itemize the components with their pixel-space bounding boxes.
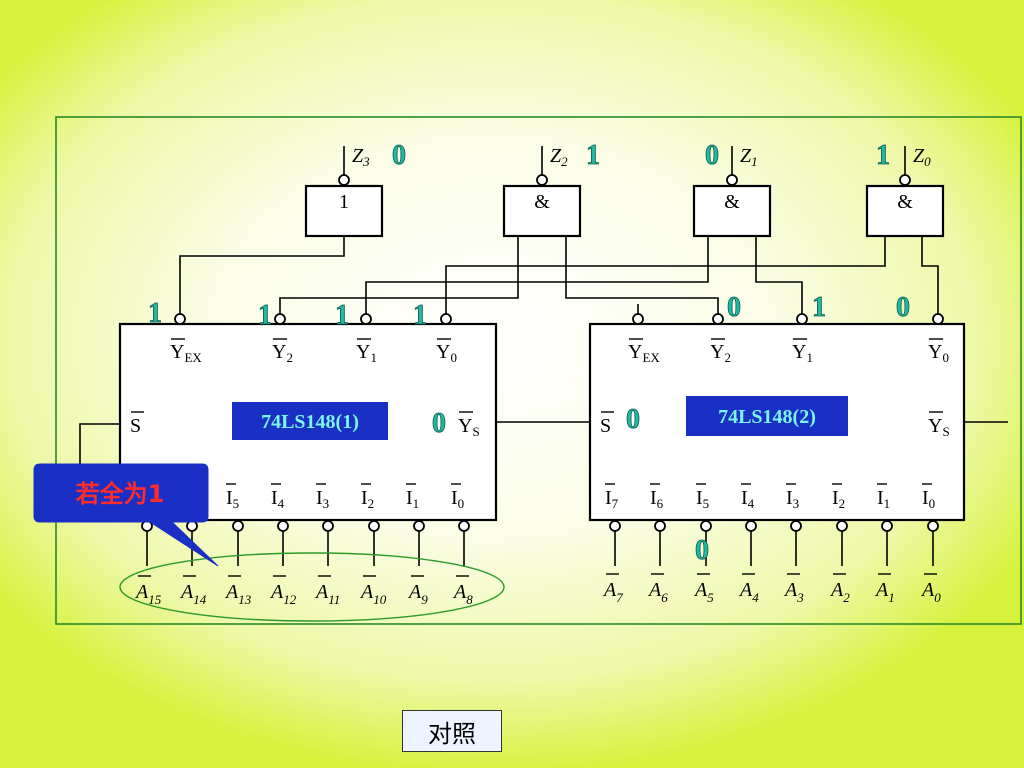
svg-text:A10: A10	[359, 581, 387, 607]
gate-z0: &	[865, 146, 945, 238]
chip2-ys-label: YS	[928, 415, 950, 439]
svg-text:I1: I1	[406, 487, 419, 511]
chip2-name-badge	[686, 396, 848, 436]
svg-text:A12: A12	[269, 581, 297, 607]
z2-value: 1	[586, 140, 600, 171]
gate-z1-symbol: &	[724, 191, 740, 213]
svg-text:A6: A6	[647, 579, 668, 605]
svg-text:I2: I2	[361, 487, 374, 511]
svg-text:A5: A5	[693, 579, 714, 605]
svg-text:I3: I3	[316, 487, 329, 511]
z1-label: Z1	[740, 145, 758, 169]
chip1-y1-value: 1	[335, 300, 349, 331]
svg-text:A4: A4	[738, 579, 759, 605]
chip1-s-label: S	[130, 415, 141, 437]
chip-74ls148-1: YEX Y2 Y1 Y0 1 1 1 1 S YS 0 74LS148(1) I…	[118, 298, 505, 622]
svg-text:A11: A11	[314, 581, 340, 607]
svg-text:I0: I0	[922, 487, 935, 511]
gate-z3: 1	[304, 146, 384, 238]
svg-text:A15: A15	[134, 581, 162, 607]
chip1-y1-label: Y1	[356, 341, 377, 365]
svg-text:A2: A2	[829, 579, 850, 605]
chip2-yex-label: YEX	[628, 341, 660, 365]
svg-text:I2: I2	[832, 487, 845, 511]
chip2-y1-label: Y1	[792, 341, 813, 365]
chip1-y0-value: 1	[413, 300, 427, 331]
chip2-s-label: S	[600, 415, 611, 437]
chip2-y0-value: 0	[896, 292, 910, 323]
chip2-name: 74LS148(2)	[718, 406, 816, 428]
callout-text: 若全为1	[75, 480, 165, 508]
svg-text:I5: I5	[696, 487, 709, 511]
chip-74ls148-2: YEX Y2 Y1 Y0 0 1 0 S 0 YS 74LS148(2) I7 …	[588, 292, 966, 605]
chip2-inputs: I7 I6 I5 I4 I3 I2 I1 I0	[605, 483, 935, 511]
gate-z2: &	[502, 146, 582, 238]
chip2-a5-value: 0	[695, 535, 709, 566]
diagram-frame	[55, 116, 1022, 625]
z0-label: Z0	[913, 145, 931, 169]
svg-text:A0: A0	[920, 579, 941, 605]
compare-button[interactable]: 对照	[402, 710, 502, 752]
svg-text:I5: I5	[226, 487, 239, 511]
chip2-y1-value: 1	[812, 292, 826, 323]
z0-value: 1	[876, 140, 890, 171]
chip2-y0-label: Y0	[928, 341, 949, 365]
chip2-s-value: 0	[626, 404, 640, 435]
svg-text:A3: A3	[783, 579, 804, 605]
callout-all-ones: 若全为1	[33, 463, 219, 567]
svg-text:I4: I4	[271, 487, 285, 511]
svg-text:A9: A9	[407, 581, 428, 607]
chip1-y2-label: Y2	[272, 341, 293, 365]
svg-text:I0: I0	[451, 487, 464, 511]
svg-text:I7: I7	[605, 487, 619, 511]
chip1-ys-value: 0	[432, 408, 446, 439]
chip1-ys-label: YS	[458, 415, 480, 439]
chip2-y2-value: 0	[727, 292, 741, 323]
chip1-yex-label: YEX	[170, 341, 202, 365]
z2-label: Z2	[550, 145, 568, 169]
svg-text:I4: I4	[741, 487, 755, 511]
svg-text:A13: A13	[224, 581, 252, 607]
gate-z2-symbol: &	[534, 191, 550, 213]
chip1-inputs: I5 I4 I3 I2 I1 I0	[226, 483, 464, 511]
svg-text:I6: I6	[650, 487, 664, 511]
gate-z1: &	[692, 146, 772, 238]
chip1-ext-labels: A15 A14 A13 A12 A11 A10 A9 A8	[134, 575, 473, 607]
svg-text:A7: A7	[602, 579, 623, 605]
z1-value: 0	[705, 140, 719, 171]
svg-text:A14: A14	[179, 581, 207, 607]
gate-z3-symbol: 1	[339, 191, 349, 213]
chip1-yex-value: 1	[148, 298, 162, 329]
chip2-input-pins	[609, 520, 939, 566]
gate-z0-symbol: &	[897, 191, 913, 213]
svg-text:A1: A1	[874, 579, 895, 605]
chip2-y2-label: Y2	[710, 341, 731, 365]
svg-text:I3: I3	[786, 487, 799, 511]
chip1-name: 74LS148(1)	[261, 411, 359, 433]
svg-text:A8: A8	[452, 581, 473, 607]
interconnect-wires	[79, 236, 1008, 468]
high-inputs-ellipse	[119, 552, 505, 622]
chip2-ext-labels: A7 A6 A5 A4 A3 A2 A1 A0	[602, 573, 941, 605]
chip1-y2-value: 1	[258, 300, 272, 331]
chip1-input-pins	[141, 520, 470, 566]
chip1-name-badge	[232, 402, 388, 440]
z3-label: Z3	[352, 145, 370, 169]
svg-text:I1: I1	[877, 487, 890, 511]
z3-value: 0	[392, 140, 406, 171]
chip1-y0-label: Y0	[436, 341, 457, 365]
